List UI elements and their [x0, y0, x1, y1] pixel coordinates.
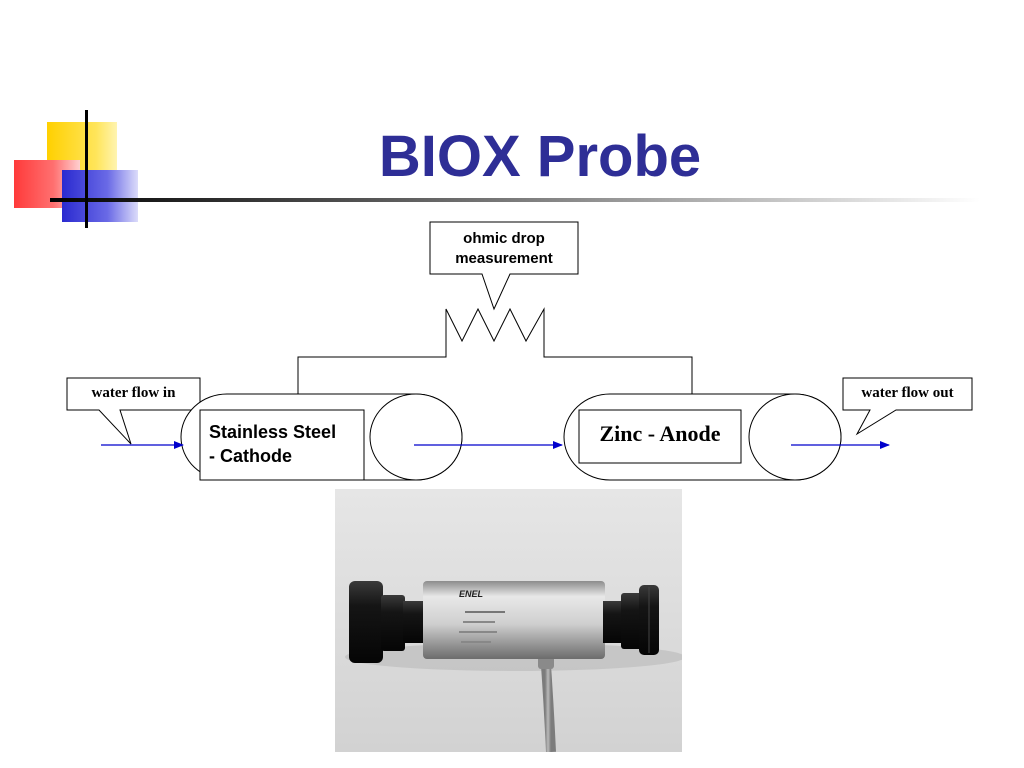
- left-nut: [381, 595, 405, 651]
- anode-label: Zinc - Anode: [599, 421, 721, 446]
- left-shoulder: [403, 601, 425, 643]
- cathode-label-line-2: - Cathode: [209, 446, 292, 466]
- probe-brand-label: ENEL: [459, 589, 483, 599]
- label-line-4: [461, 641, 491, 643]
- deco-blue-square: [62, 170, 138, 222]
- resistor-callout-text: ohmic drop measurement: [430, 229, 578, 269]
- right-nut: [621, 593, 643, 649]
- anode-label-box: [578, 409, 742, 464]
- resistor-wire: [297, 307, 693, 394]
- inlet-callout-shape: [66, 377, 201, 445]
- cathode-label-line-1: Stainless Steel: [209, 422, 337, 442]
- label-line-2: [463, 621, 495, 623]
- inlet-callout-text: water flow in: [91, 385, 176, 401]
- outlet-callout-shape: [842, 377, 973, 436]
- slide-title: BIOX Probe: [378, 124, 702, 189]
- title-underline: [50, 198, 980, 202]
- left-end-cap: [349, 581, 383, 663]
- resistor-callout-shape: [429, 221, 579, 311]
- cathode-cylinder-end: [369, 393, 463, 481]
- cathode-label: Stainless Steel - Cathode: [209, 420, 336, 468]
- probe-photo: ENEL: [335, 489, 682, 752]
- right-shoulder: [603, 601, 623, 643]
- probe-body: [423, 581, 605, 659]
- resistor-callout-line-1: ohmic drop: [463, 230, 545, 247]
- outlet-callout-text: water flow out: [861, 385, 954, 401]
- resistor-callout-line-2: measurement: [455, 250, 553, 267]
- cathode-label-box: [199, 409, 365, 481]
- label-line-3: [459, 631, 497, 633]
- deco-vertical-line: [85, 110, 88, 228]
- anode-cylinder-end: [748, 393, 842, 481]
- label-line-1: [465, 611, 505, 613]
